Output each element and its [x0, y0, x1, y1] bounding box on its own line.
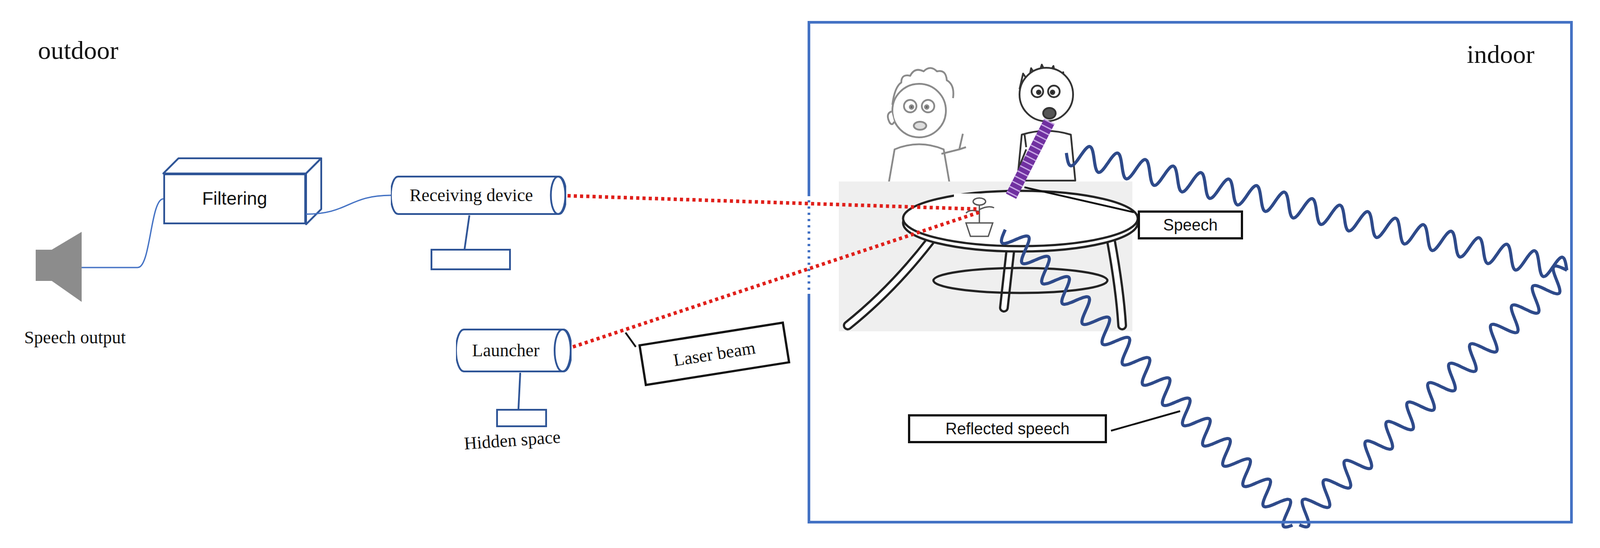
speaker-lead [81, 267, 138, 269]
device-stand [431, 249, 510, 270]
plant [965, 223, 993, 237]
left-child [909, 105, 914, 109]
callout-box: Laser beam [638, 321, 791, 387]
indoor-room: indoorSpeechReflected speech [808, 20, 1573, 524]
filter-box: Filtering [163, 173, 307, 225]
table [1003, 248, 1011, 308]
plant [973, 198, 986, 206]
plant [965, 203, 995, 224]
speaker-icon [12, 229, 138, 308]
cylinder-end [551, 176, 566, 215]
left-child [888, 144, 950, 184]
cylinder-body [455, 329, 572, 372]
room-left-wall [807, 20, 811, 195]
room-left-wall [807, 20, 811, 524]
speaker-magnet [35, 249, 52, 282]
node-label: Speech [1163, 215, 1218, 235]
left-child [887, 68, 966, 184]
right-child [1019, 67, 1074, 122]
filter-box-faces [163, 158, 322, 225]
device-stand [464, 215, 470, 250]
table [847, 190, 1138, 326]
right-child [1043, 107, 1056, 119]
room-left-wall [807, 194, 811, 296]
speech-coil [1011, 121, 1050, 197]
region-label: outdoor [37, 35, 119, 66]
left-child [921, 99, 935, 113]
room-left-wall [807, 295, 811, 524]
plant [953, 193, 1011, 240]
leader-line [1024, 187, 1134, 213]
table [933, 268, 1108, 294]
callout-box: Speech [1137, 210, 1244, 240]
node-label: Filtering [202, 188, 268, 210]
signal-wire [306, 195, 391, 215]
cylinder-end [554, 329, 571, 372]
device-stand [518, 373, 521, 410]
leader-line [625, 332, 636, 348]
sound-wave [1001, 229, 1293, 528]
table [1003, 248, 1011, 308]
laser-beam-line [567, 195, 980, 210]
table [1110, 240, 1123, 326]
speaker-cone [51, 232, 82, 303]
leader-line [625, 187, 1181, 432]
filter-box-faces [163, 158, 322, 174]
signal-wire [137, 198, 164, 268]
left-child [913, 121, 927, 130]
table [1110, 240, 1123, 326]
speaker-output: Speech output [12, 229, 138, 349]
node-label: Receiving device [409, 185, 534, 206]
sound-wave [1299, 266, 1567, 528]
node-label: Laser beam [671, 337, 757, 371]
node-label: Launcher [472, 340, 540, 361]
left-child [903, 99, 917, 113]
speech-coil [1011, 121, 1050, 197]
cylinder-body [390, 176, 567, 215]
left-child [924, 105, 929, 109]
speech-coil [1011, 121, 1050, 197]
device-stand [431, 215, 547, 427]
table [847, 240, 1123, 326]
leader-line [1110, 411, 1181, 432]
device-stand [497, 410, 547, 427]
sound-wave [1001, 146, 1567, 528]
right-child [1050, 90, 1055, 95]
node-label: indoor [1467, 39, 1535, 70]
left-child [892, 83, 946, 138]
node-label: Reflected speech [945, 419, 1070, 439]
sound-wave [1066, 146, 1567, 278]
right-child [1031, 85, 1044, 98]
right-child [1048, 85, 1060, 98]
place-label: Hidden space [463, 426, 561, 455]
right-child [1036, 90, 1041, 95]
callout-box: Reflected speech [907, 414, 1107, 444]
node-label: Speech output [24, 327, 126, 349]
laser-launcher: Launcher [455, 328, 572, 374]
left-child [887, 111, 895, 125]
receiver-device: Receiving device [390, 175, 567, 216]
table [847, 240, 1123, 326]
left-child [941, 133, 966, 154]
plant [953, 193, 1011, 240]
